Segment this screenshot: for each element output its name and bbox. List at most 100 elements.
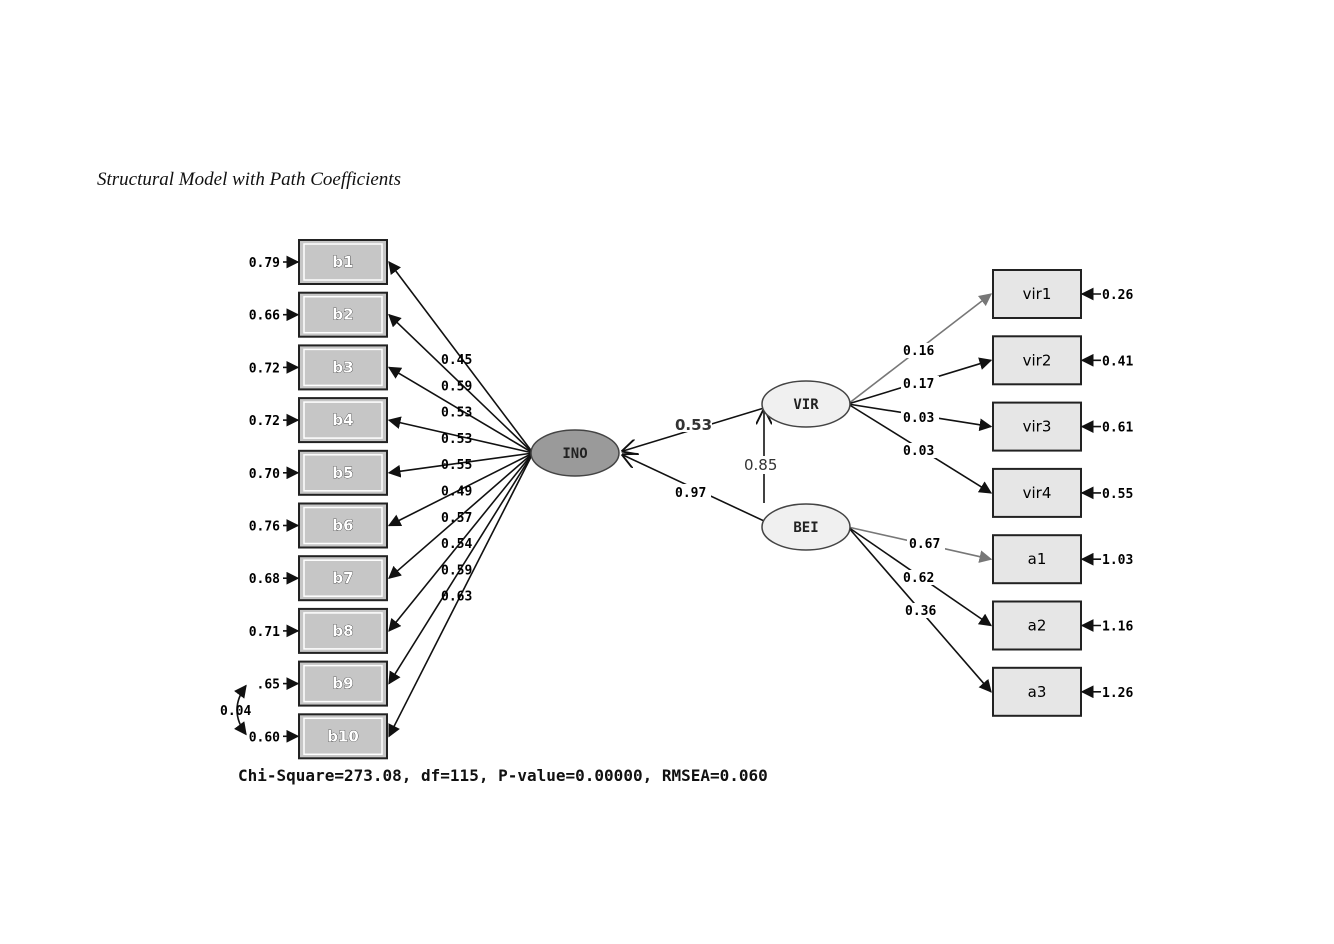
coef-background xyxy=(907,536,945,551)
loading-path-b7 xyxy=(388,452,534,580)
error-variance-b9: .65 xyxy=(257,678,280,693)
indicator-label-a1: a1 xyxy=(1028,550,1047,568)
indicator-box-b3 xyxy=(298,344,388,391)
coef-background xyxy=(903,603,941,618)
indicator-box-inner xyxy=(303,664,383,703)
indicator-label-vir3: vir3 xyxy=(1023,418,1052,436)
error-variance-b8: 0.71 xyxy=(249,625,280,640)
indicator-box-inner xyxy=(303,454,383,492)
indicator-label-b2: b2 xyxy=(332,306,353,324)
coef-background xyxy=(901,443,939,458)
loading-coef-b10: 0.63 xyxy=(441,590,472,605)
indicator-box-inner xyxy=(303,717,383,756)
loading-path-b6 xyxy=(387,452,534,527)
indicator-box-b9 xyxy=(298,660,388,707)
error-variance-vir4: 0.55 xyxy=(1102,487,1133,502)
error-variance-a1: 1.03 xyxy=(1102,553,1133,568)
loading-coef-a2: 0.62 xyxy=(903,571,934,586)
indicator-box-b6 xyxy=(298,502,388,549)
error-variance-vir3: 0.61 xyxy=(1102,421,1133,436)
indicator-label-a2: a2 xyxy=(1028,617,1047,635)
indicator-label-vir4: vir4 xyxy=(1023,484,1052,502)
indicator-label-a3: a3 xyxy=(1028,683,1047,701)
indicator-box-a2 xyxy=(992,600,1082,651)
loading-path-b8 xyxy=(388,452,534,632)
loading-coef-vir2: 0.17 xyxy=(903,377,934,392)
error-variance-vir2: 0.41 xyxy=(1102,354,1133,369)
indicator-label-b7: b7 xyxy=(332,569,353,587)
coef-background xyxy=(901,410,939,425)
loading-coef-b6: 0.49 xyxy=(441,485,472,500)
loading-coef-b7: 0.57 xyxy=(441,511,472,526)
loading-coef-a1: 0.67 xyxy=(909,537,940,552)
latent-vir xyxy=(761,380,851,428)
error-variance-b6: 0.76 xyxy=(249,520,280,535)
indicator-box-b1 xyxy=(298,239,388,285)
structural-coef-vir-ino: 0.53 xyxy=(675,416,712,434)
loading-path-b4 xyxy=(387,416,534,454)
structural-coef-bei-vir: 0.85 xyxy=(744,456,777,474)
coef-background xyxy=(673,484,711,500)
indicator-label-vir2: vir2 xyxy=(1023,351,1052,369)
error-variance-b7: 0.68 xyxy=(249,572,280,587)
loading-coef-b5: 0.55 xyxy=(441,458,472,473)
indicator-box-vir4 xyxy=(992,467,1082,518)
loading-path-b3 xyxy=(387,366,534,454)
indicator-box-inner xyxy=(303,506,383,545)
loading-path-b1 xyxy=(388,260,534,454)
indicator-box-inner xyxy=(303,243,383,281)
indicator-box-vir3 xyxy=(992,401,1082,452)
error-variance-b3: 0.72 xyxy=(249,361,280,376)
error-variance-b10: 0.60 xyxy=(249,730,280,745)
loading-coef-vir1: 0.16 xyxy=(903,344,934,359)
indicator-label-b4: b4 xyxy=(332,411,353,429)
indicator-label-b6: b6 xyxy=(332,517,353,535)
error-covariance-value: 0.04 xyxy=(220,704,251,719)
latent-label-bei: BEI xyxy=(793,520,818,536)
latent-bei xyxy=(761,503,851,551)
structural-coef-bei-ino: 0.97 xyxy=(675,486,706,501)
indicator-label-b1: b1 xyxy=(332,253,353,271)
error-variance-a2: 1.16 xyxy=(1102,620,1133,635)
loading-path-b9 xyxy=(388,452,534,685)
coef-background xyxy=(901,343,939,358)
loading-coef-b3: 0.53 xyxy=(441,406,472,421)
loading-coef-b8: 0.54 xyxy=(441,537,472,552)
loading-coef-b9: 0.59 xyxy=(441,563,472,578)
latent-ino xyxy=(530,429,620,477)
indicator-box-b10 xyxy=(298,713,388,760)
indicator-box-b7 xyxy=(298,555,388,602)
indicator-box-inner xyxy=(303,348,383,387)
indicator-box-inner xyxy=(303,612,383,650)
indicator-label-vir1: vir1 xyxy=(1023,285,1052,303)
figure-caption: Structural Model with Path Coefficients xyxy=(97,169,401,190)
error-variance-b1: 0.79 xyxy=(249,256,280,271)
indicator-box-inner xyxy=(303,401,383,439)
indicator-box-a3 xyxy=(992,666,1082,717)
coef-background xyxy=(742,456,786,474)
indicator-label-b3: b3 xyxy=(332,358,353,376)
indicator-box-b8 xyxy=(298,607,388,654)
indicator-box-vir1 xyxy=(992,269,1082,319)
loading-path-b2 xyxy=(388,313,534,454)
error-variance-vir1: 0.26 xyxy=(1102,288,1133,303)
loading-coef-vir3: 0.03 xyxy=(903,411,934,426)
loading-path-b5 xyxy=(387,452,534,478)
coef-background xyxy=(672,416,712,432)
latent-label-ino: INO xyxy=(562,446,587,462)
error-variance-a3: 1.26 xyxy=(1102,686,1133,701)
loading-coef-b1: 0.45 xyxy=(441,353,472,368)
indicator-box-inner xyxy=(303,559,383,597)
indicator-label-b9: b9 xyxy=(332,675,353,693)
coef-background xyxy=(901,376,939,391)
loading-coef-b4: 0.53 xyxy=(441,432,472,447)
coef-background xyxy=(901,570,939,585)
error-variance-b2: 0.66 xyxy=(249,309,280,324)
indicator-box-inner xyxy=(303,295,383,334)
loading-path-b10 xyxy=(388,452,534,738)
indicator-label-b5: b5 xyxy=(332,464,353,482)
fit-statistics: Chi-Square=273.08, df=115, P-value=0.000… xyxy=(238,766,768,785)
latent-label-vir: VIR xyxy=(793,397,819,413)
error-variance-b4: 0.72 xyxy=(249,414,280,429)
loading-coef-b2: 0.59 xyxy=(441,379,472,394)
